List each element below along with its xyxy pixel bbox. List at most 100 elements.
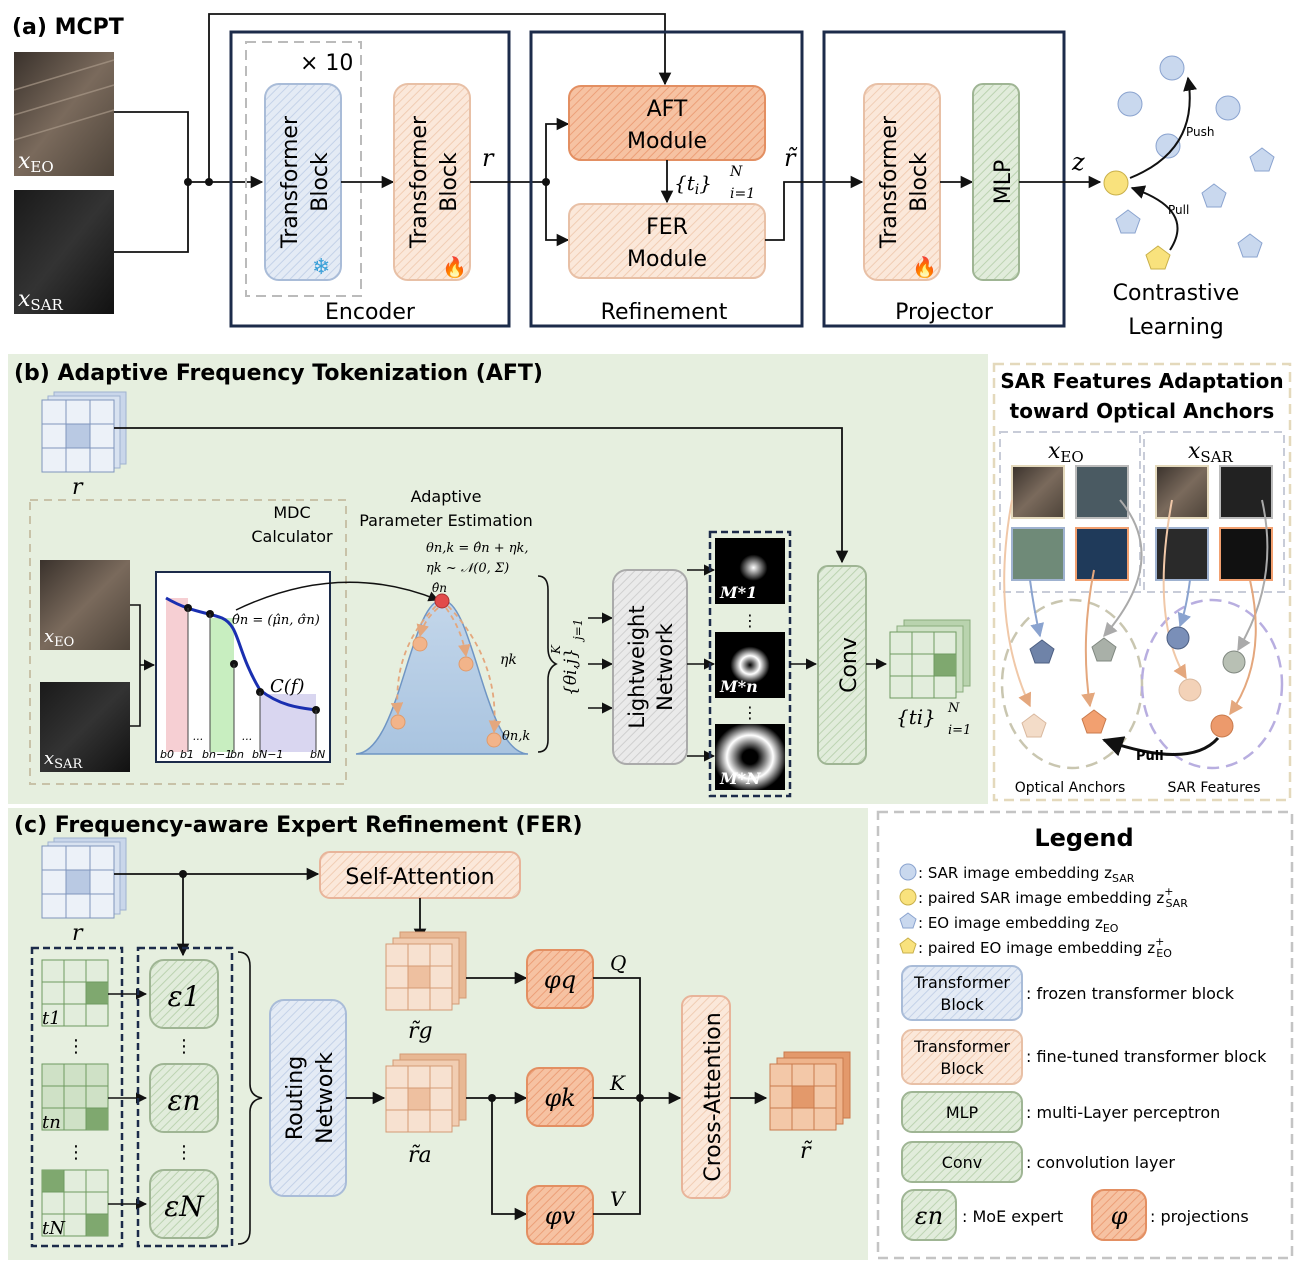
phi-q: φq: [544, 966, 576, 994]
mdc-line1: MDC: [273, 503, 310, 522]
legend-tuned-l2: Block: [940, 1059, 984, 1078]
legend-mlp-box: [901, 1091, 1023, 1133]
fire-icon-2: 🔥: [912, 255, 937, 279]
r-tilde-c: r̃: [800, 1139, 813, 1164]
svg-text:xSAR: xSAR: [44, 748, 83, 772]
legend-tuned-desc: : fine-tuned transformer block: [1026, 1047, 1267, 1066]
legend-frozen-l1: Transformer: [913, 973, 1010, 992]
theta-hat-n: θ̂n: [432, 581, 447, 595]
panel-a-title: (a) MCPT: [12, 15, 124, 40]
tokens-brace: {t: [674, 171, 696, 195]
tokens-lim-top: N: [729, 164, 743, 180]
tokens-b-bot: i=1: [948, 723, 971, 738]
legend-conv-label: Conv: [942, 1153, 983, 1172]
svg-text:: paired EO image embedding z+: : paired EO image embedding z+EO: [918, 935, 1172, 960]
panel-b-title: (b) Adaptive Frequency Tokenization (AFT…: [14, 361, 543, 386]
legend-item: : SAR image embedding z: [918, 864, 1112, 882]
cf-label: C(f): [270, 676, 304, 697]
theta-set-lim-bot: j=1: [571, 619, 585, 643]
x-eo-b: x: [44, 626, 54, 647]
svg-text:xSAR: xSAR: [1188, 439, 1234, 466]
svg-text:⋮: ⋮: [67, 1036, 85, 1057]
tokens-sub: i: [695, 182, 699, 198]
x-sar-label: x: [18, 287, 31, 312]
projector-box: [822, 30, 1066, 328]
eo-thumb: [1011, 527, 1065, 581]
eo-embedding-pentagon: [1115, 209, 1141, 234]
svg-text:{ti}: {ti}: [896, 705, 936, 729]
legend-frozen-l2: Block: [940, 995, 984, 1014]
routing-line2: Network: [313, 1052, 338, 1144]
x-sar-b: x: [44, 748, 54, 769]
eo-anchor-pentagon: [1029, 639, 1055, 664]
r-label-c: r: [72, 921, 84, 946]
sar-embedding-dot: [1117, 91, 1143, 117]
mlp-label: MLP: [991, 160, 1016, 205]
legend-item: : EO image embedding z: [918, 914, 1103, 932]
rg-tensor: [385, 931, 467, 1011]
aft-line2: Module: [627, 129, 707, 154]
b-label: bN: [310, 748, 325, 761]
snowflake-icon: ❄: [312, 255, 330, 280]
z-label: z: [1071, 148, 1085, 176]
eo-thumb: [1075, 465, 1129, 519]
times10: × 10: [300, 51, 353, 76]
sar-thumb: [1155, 465, 1209, 519]
phi-k: φk: [544, 1084, 575, 1112]
x-sar-b-sub: SAR: [54, 757, 83, 772]
refinement-label: Refinement: [601, 300, 728, 325]
fire-icon: 🔥: [442, 255, 467, 279]
eta-k: ηk: [500, 652, 517, 668]
eo-embedding-pentagon: [1237, 233, 1263, 258]
mask-label: M*1: [719, 583, 757, 602]
sar-thumb: [1219, 527, 1273, 581]
sar-adapt-title-2: toward Optical Anchors: [1010, 399, 1275, 423]
panel-c: (c) Frequency-aware Expert Refinement (F…: [8, 808, 868, 1260]
eo-image: [14, 52, 114, 176]
b-label: bn: [230, 748, 244, 761]
lightweight-line2: Network: [653, 622, 677, 711]
sar-embedding-dot: [1155, 133, 1181, 159]
k-label: K: [609, 1071, 626, 1095]
ra-label: r̃a: [408, 1143, 432, 1168]
expert-block: [149, 1063, 219, 1133]
b-label: bN−1: [252, 748, 283, 761]
aft-line1: AFT: [647, 97, 688, 122]
sar-adapt-title-1: SAR Features Adaptation: [1000, 369, 1283, 393]
eo-anchor-pentagon: [1091, 637, 1117, 662]
tuned-block-line2: Block: [437, 152, 462, 212]
expert-label: ε1: [168, 980, 201, 1013]
phi-q-block: [526, 949, 594, 1009]
legend-mlp-desc: : multi-Layer perceptron: [1026, 1103, 1220, 1122]
sa-x-eo: x: [1048, 439, 1061, 464]
routing-line1: Routing: [283, 1056, 308, 1140]
sa-x-sar-sub: SAR: [1200, 448, 1233, 466]
token-grid: [41, 1169, 109, 1237]
t-label: t1: [42, 1008, 61, 1029]
fer-line2: Module: [627, 247, 707, 272]
legend-phi-box: [1091, 1189, 1147, 1241]
phi-k-block: [526, 1067, 594, 1127]
legend-item: : paired EO image embedding z: [918, 939, 1155, 957]
x-eo-sub: EO: [30, 158, 53, 176]
svg-text:: paired SAR image embedding z: : paired SAR image embedding z+SAR: [918, 885, 1188, 910]
legend-conv-desc: : convolution layer: [1026, 1153, 1175, 1172]
b-label: b0: [160, 748, 174, 761]
legend-frozen-desc: : frozen transformer block: [1026, 984, 1235, 1003]
legend-title: Legend: [1034, 824, 1133, 852]
proj-block-line1: Transformer: [877, 115, 902, 249]
svg-text:: EO image embedding zEO: : EO image embedding zEO: [918, 914, 1119, 935]
proj-block-line2: Block: [907, 152, 932, 212]
sar-feature-dot: [1210, 714, 1234, 738]
t-label: tN: [42, 1218, 66, 1239]
theta-hat-eq: θ̂n = (μ̂n, σ̂n): [232, 613, 320, 628]
eo-anchor-pentagon: [1021, 713, 1047, 738]
r-tensor-b: [41, 391, 127, 473]
legend-expert-desc: : MoE expert: [962, 1207, 1063, 1226]
x-eo-label: x: [18, 149, 31, 174]
phi-v-block: [526, 1185, 594, 1245]
panel-a: (a) MCPT xEO xSAR × 10 Transformer Block…: [12, 13, 1275, 340]
eo-embedding-pentagon: [1249, 147, 1275, 172]
svg-text:⋮: ⋮: [175, 1142, 193, 1163]
frozen-block-line1: Transformer: [278, 115, 303, 249]
